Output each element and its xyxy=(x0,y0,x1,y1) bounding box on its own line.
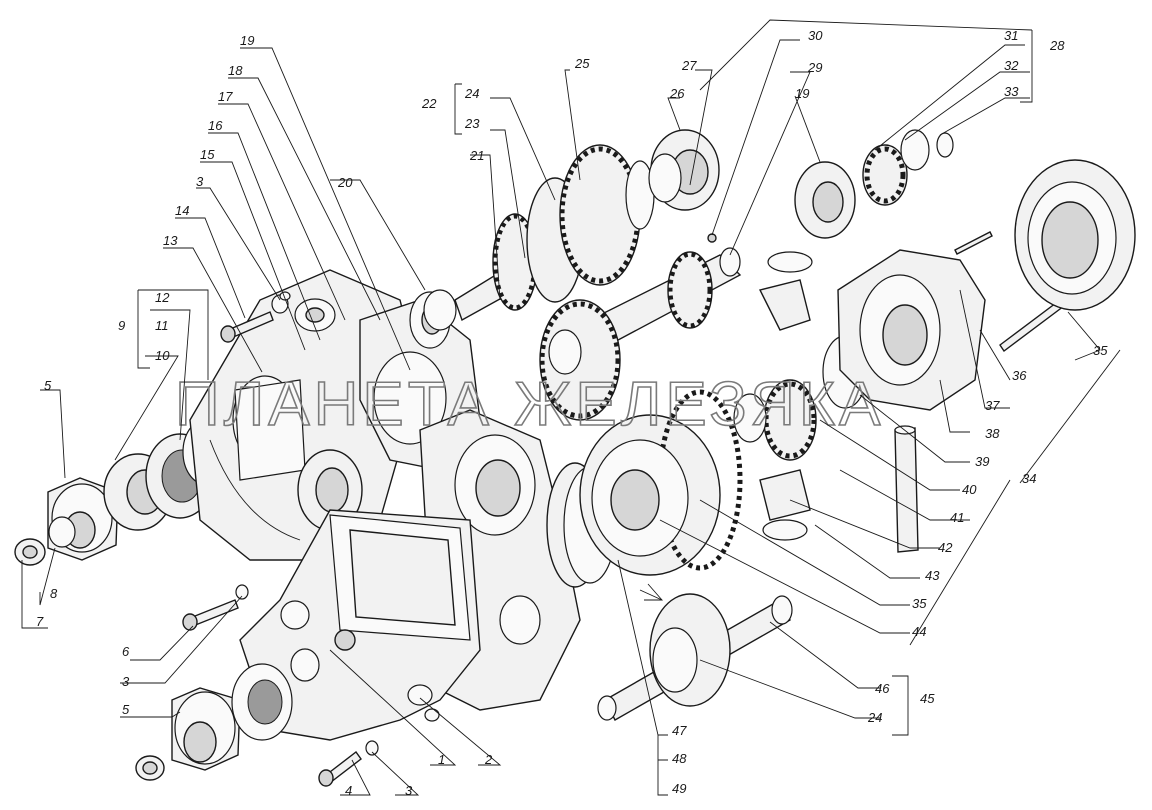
callout-29: 29 xyxy=(807,60,822,75)
callout-2: 2 xyxy=(484,752,493,767)
front-housing xyxy=(231,509,481,741)
callout-42: 42 xyxy=(938,540,953,555)
callout-40: 40 xyxy=(962,482,977,497)
callout-47: 47 xyxy=(672,723,687,738)
callout-7: 7 xyxy=(36,614,44,629)
output-shaft xyxy=(597,583,793,721)
callout-21: 21 xyxy=(469,148,484,163)
callout-31: 31 xyxy=(1004,28,1018,43)
fasteners xyxy=(182,291,379,787)
callout-22: 22 xyxy=(421,96,437,111)
callout-33: 33 xyxy=(1004,84,1019,99)
callout-35-bottom: 35 xyxy=(912,596,927,611)
callout-26: 26 xyxy=(669,86,685,101)
callout-37: 37 xyxy=(985,398,1000,413)
counter-gear xyxy=(539,233,742,421)
callout-5-bottom: 5 xyxy=(122,702,130,717)
upper-bearings xyxy=(794,129,954,239)
watermark-text: ПЛАНЕТА ЖЕЛЕЗЯКА xyxy=(175,370,884,439)
callout-30: 30 xyxy=(808,28,823,43)
callout-28: 28 xyxy=(1049,38,1065,53)
middle-housing xyxy=(359,291,617,711)
callout-44: 44 xyxy=(912,624,926,639)
callout-38: 38 xyxy=(985,426,1000,441)
callout-3-bottom: 3 xyxy=(405,783,413,798)
callout-36: 36 xyxy=(1012,368,1027,383)
callout-34: 34 xyxy=(1022,471,1036,486)
callout-25: 25 xyxy=(574,56,590,71)
callout-39: 39 xyxy=(975,454,989,469)
callout-14: 14 xyxy=(175,203,189,218)
large-bearing xyxy=(1014,159,1136,311)
callout-6: 6 xyxy=(122,644,130,659)
callout-20: 20 xyxy=(337,175,353,190)
callout-15: 15 xyxy=(200,147,215,162)
callout-23: 23 xyxy=(464,116,480,131)
callout-24-bottom: 24 xyxy=(867,710,882,725)
callout-49: 49 xyxy=(672,781,686,796)
callout-4: 4 xyxy=(345,783,352,798)
callout-32: 32 xyxy=(1004,58,1019,73)
callout-48: 48 xyxy=(672,751,687,766)
parts-illustration xyxy=(14,129,1136,787)
leader-lines xyxy=(21,19,1121,796)
callout-46: 46 xyxy=(875,681,890,696)
callout-19-left: 19 xyxy=(240,33,254,48)
callout-35-top: 35 xyxy=(1093,343,1108,358)
callout-16: 16 xyxy=(208,118,223,133)
callout-19-right: 19 xyxy=(795,86,809,101)
callout-5-top: 5 xyxy=(44,378,52,393)
callout-11: 11 xyxy=(155,318,169,333)
callout-3-top: 3 xyxy=(196,174,204,189)
callout-8: 8 xyxy=(50,586,58,601)
callout-9: 9 xyxy=(118,318,125,333)
callout-3-mid: 3 xyxy=(122,674,130,689)
callout-1: 1 xyxy=(438,752,445,767)
callout-45: 45 xyxy=(920,691,935,706)
callout-27: 27 xyxy=(681,58,697,73)
callout-13: 13 xyxy=(163,233,178,248)
callout-43: 43 xyxy=(925,568,940,583)
differential xyxy=(579,231,1065,576)
lower-flange xyxy=(135,687,241,781)
callout-10: 10 xyxy=(155,348,170,363)
callout-17: 17 xyxy=(218,89,233,104)
callout-24-top: 24 xyxy=(464,86,479,101)
callout-labels: 19 18 17 16 15 3 14 13 12 11 10 9 5 8 7 … xyxy=(36,28,1108,798)
callout-12: 12 xyxy=(155,290,170,305)
callout-41: 41 xyxy=(950,510,964,525)
callout-18: 18 xyxy=(228,63,243,78)
